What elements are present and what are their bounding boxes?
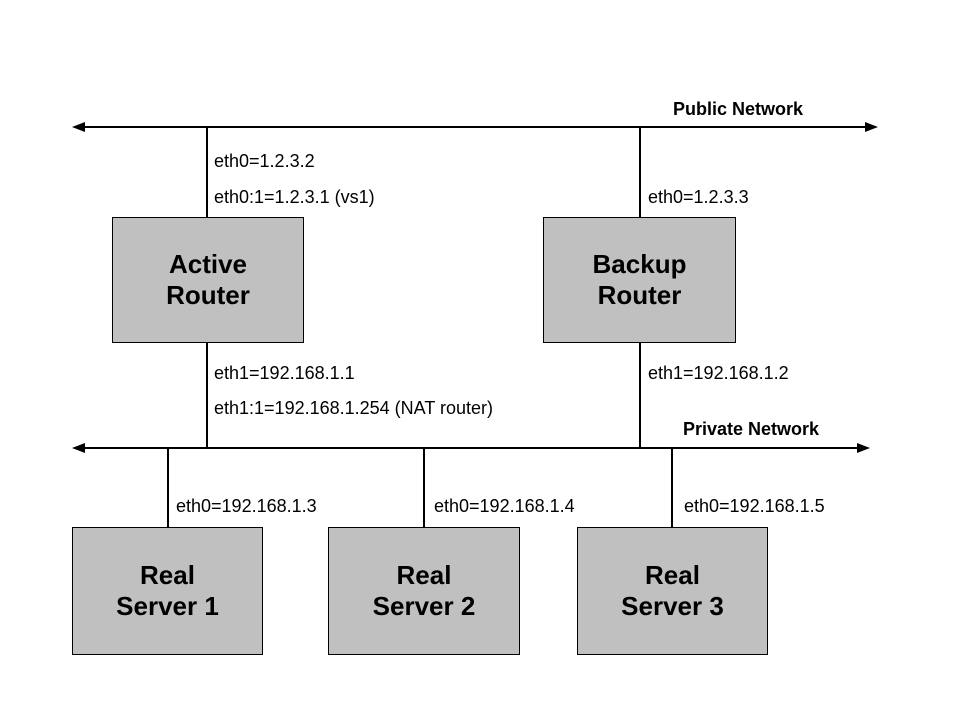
node-real-server-3[interactable]: Real Server 3 xyxy=(577,527,768,655)
active-router-line1: Active xyxy=(168,249,248,280)
label-active-router-eth1-alias: eth1:1=192.168.1.254 (NAT router) xyxy=(214,398,494,418)
private-network-label: Private Network xyxy=(683,419,820,439)
label-backup-router-eth0: eth0=1.2.3.3 xyxy=(648,187,749,207)
active-router-line2: Router xyxy=(166,280,250,310)
real-server-1-line1: Real xyxy=(140,560,195,591)
node-real-server-1[interactable]: Real Server 1 xyxy=(72,527,263,655)
label-real-server-3-eth0: eth0=192.168.1.5 xyxy=(684,496,825,516)
real-server-1-line2: Server 1 xyxy=(116,591,219,621)
node-active-router[interactable]: Active Router xyxy=(112,217,304,343)
label-active-router-eth0-alias: eth0:1=1.2.3.1 (vs1) xyxy=(214,187,375,207)
label-active-router-eth0: eth0=1.2.3.2 xyxy=(214,151,315,171)
backup-router-line1: Backup xyxy=(592,249,687,280)
label-active-router-eth1: eth1=192.168.1.1 xyxy=(214,363,355,383)
node-real-server-2[interactable]: Real Server 2 xyxy=(328,527,520,655)
label-real-server-1-eth0: eth0=192.168.1.3 xyxy=(176,496,317,516)
real-server-3-line2: Server 3 xyxy=(621,591,724,621)
label-backup-router-eth1: eth1=192.168.1.2 xyxy=(648,363,789,383)
node-backup-router[interactable]: Backup Router xyxy=(543,217,736,343)
real-server-2-line1: Real xyxy=(396,560,452,591)
real-server-2-line2: Server 2 xyxy=(372,591,476,621)
backup-router-line2: Router xyxy=(597,280,682,310)
real-server-3-line1: Real xyxy=(645,560,700,591)
public-network-label: Public Network xyxy=(673,99,804,119)
label-real-server-2-eth0: eth0=192.168.1.4 xyxy=(434,496,575,516)
